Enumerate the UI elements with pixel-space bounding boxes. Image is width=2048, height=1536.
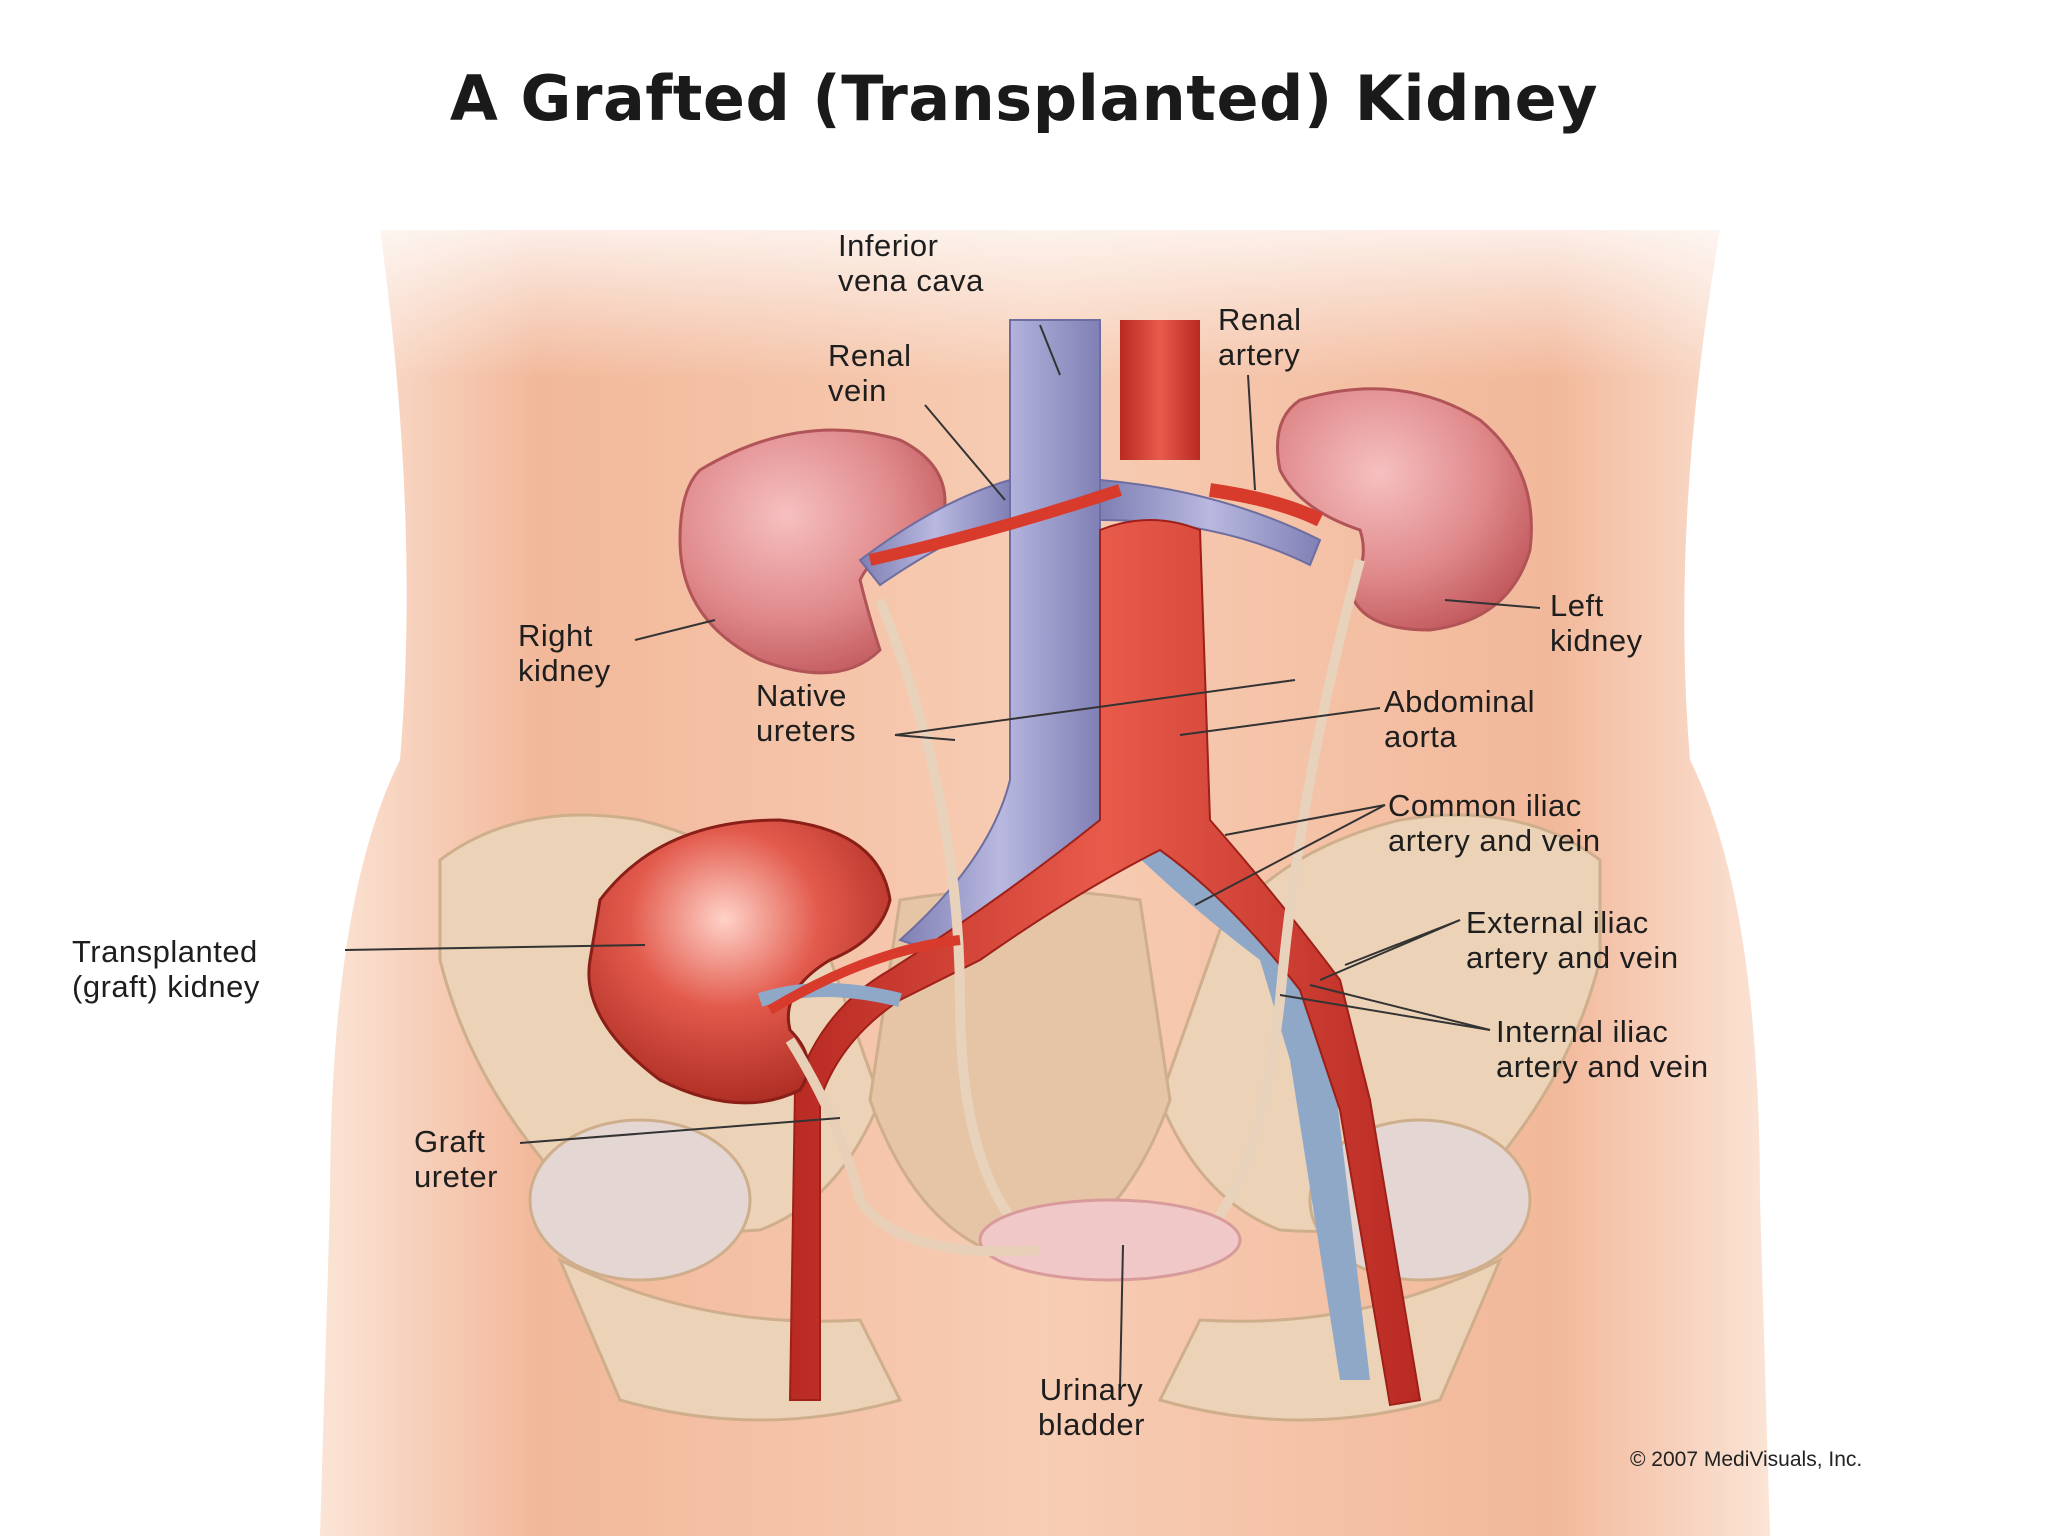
label-line: Transplanted bbox=[72, 934, 258, 969]
bladder-shape bbox=[978, 1198, 1242, 1282]
label-native-ureters: Native ureters bbox=[756, 678, 856, 748]
label-line: Inferior bbox=[838, 228, 939, 263]
label-line: artery and vein bbox=[1496, 1049, 1709, 1084]
label-line: kidney bbox=[518, 653, 611, 688]
left-kidney-shape bbox=[1276, 387, 1533, 632]
label-line: artery and vein bbox=[1388, 823, 1601, 858]
label-graft-ureter: Graft ureter bbox=[414, 1124, 498, 1194]
label-abdominal-aorta: Abdominal aorta bbox=[1384, 684, 1535, 754]
label-line: ureter bbox=[414, 1159, 498, 1194]
label-line: Native bbox=[756, 678, 847, 713]
label-external-iliac: External iliac artery and vein bbox=[1466, 905, 1679, 975]
label-line: artery bbox=[1218, 337, 1301, 372]
label-line: External iliac bbox=[1466, 905, 1649, 940]
label-line: ureters bbox=[756, 713, 856, 748]
label-internal-iliac: Internal iliac artery and vein bbox=[1496, 1014, 1709, 1084]
graft-kidney-shape bbox=[587, 818, 1041, 1257]
label-line: Urinary bbox=[1039, 1372, 1144, 1407]
native-ureters-shape bbox=[875, 558, 1365, 1244]
right-kidney-shape bbox=[678, 428, 947, 675]
label-line: Renal bbox=[828, 338, 912, 373]
label-urinary-bladder: Urinary bladder bbox=[1038, 1372, 1145, 1442]
label-transplanted-kidney: Transplanted (graft) kidney bbox=[72, 934, 260, 1004]
label-renal-artery: Renal artery bbox=[1218, 302, 1302, 372]
copyright-notice: © 2007 MediVisuals, Inc. bbox=[1630, 1448, 1863, 1471]
label-line: artery and vein bbox=[1466, 940, 1679, 975]
label-line: Graft bbox=[414, 1124, 486, 1159]
label-inferior-vena-cava: Inferior vena cava bbox=[838, 228, 984, 298]
label-line: Common iliac bbox=[1388, 788, 1582, 823]
label-line: vein bbox=[828, 373, 887, 408]
aorta-shape bbox=[788, 320, 1422, 1407]
label-renal-vein: Renal vein bbox=[828, 338, 912, 408]
label-line: Left bbox=[1550, 588, 1604, 623]
label-left-kidney: Left kidney bbox=[1550, 588, 1643, 658]
label-line: vena cava bbox=[838, 263, 984, 298]
label-line: (graft) kidney bbox=[72, 969, 260, 1004]
label-right-kidney: Right kidney bbox=[518, 618, 611, 688]
label-line: bladder bbox=[1038, 1407, 1145, 1442]
label-line: kidney bbox=[1550, 623, 1643, 658]
label-line: Abdominal bbox=[1384, 684, 1535, 719]
label-line: Renal bbox=[1218, 302, 1302, 337]
label-common-iliac: Common iliac artery and vein bbox=[1388, 788, 1601, 858]
label-line: Right bbox=[518, 618, 593, 653]
label-line: Internal iliac bbox=[1496, 1014, 1669, 1049]
leader-lines bbox=[344, 324, 1541, 1389]
diagram-title: A Grafted (Transplanted) Kidney bbox=[449, 62, 1599, 135]
label-line: aorta bbox=[1384, 719, 1458, 754]
